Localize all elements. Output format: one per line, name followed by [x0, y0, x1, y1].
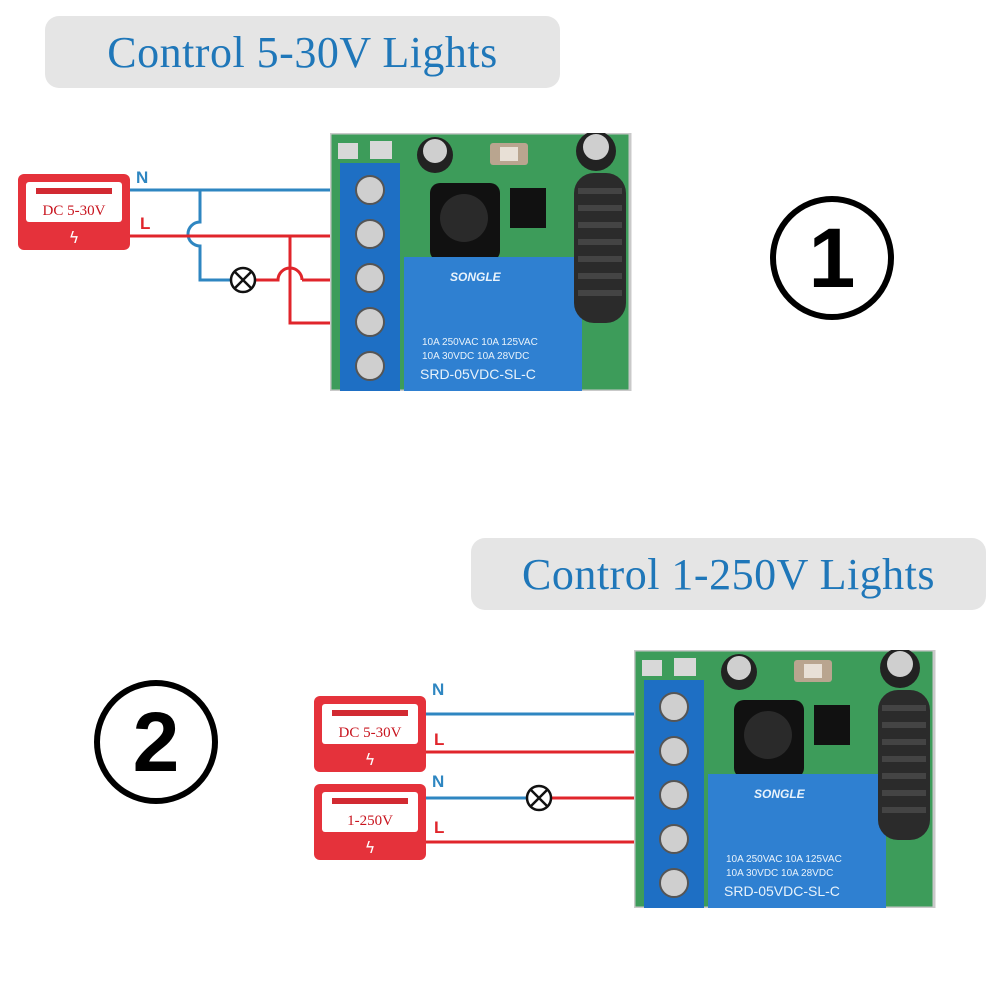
svg-text:SONGLE: SONGLE — [450, 270, 502, 284]
lamp-icon — [525, 784, 553, 812]
title-diagram-2: Control 1-250V Lights — [471, 538, 986, 610]
dc-supply-diagram-2: DC 5-30V ϟ — [314, 696, 426, 772]
svg-text:10A 30VDC 10A 28VDC: 10A 30VDC 10A 28VDC — [726, 868, 833, 879]
ac-supply-label: 1-250V — [347, 813, 393, 829]
svg-text:10A 250VAC 10A 125VAC: 10A 250VAC 10A 125VAC — [422, 337, 538, 348]
dc-supply-diagram-1: DC 5-30V ϟ — [18, 174, 130, 250]
svg-text:10A 250VAC 10A 125VAC: 10A 250VAC 10A 125VAC — [726, 854, 842, 865]
relay-board-2: SONGLE 10A 250VAC 10A 125VAC 10A 30VDC 1… — [634, 650, 936, 908]
wires-diagram-2 — [426, 712, 670, 844]
relay-board-1: SONGLE 10A 250VAC 10A 125VAC 10A 30VDC 1… — [330, 133, 632, 391]
dc-supply-label: DC 5-30V — [42, 203, 106, 219]
lightning-icon: ϟ — [364, 838, 376, 857]
dc-supply-label-2: DC 5-30V — [338, 725, 402, 741]
circled-number-1: 1 — [770, 196, 894, 320]
wire-label-l: L — [140, 214, 151, 233]
svg-text:SONGLE: SONGLE — [754, 787, 806, 801]
wire-label-l2: L — [434, 818, 445, 837]
lamp-live-wire-a — [256, 266, 304, 282]
title-diagram-1: Control 5-30V Lights — [45, 16, 560, 88]
ac-supply-diagram-2: 1-250V ϟ — [314, 784, 426, 860]
wire-label-n1: N — [432, 680, 445, 699]
lamp-icon — [229, 266, 257, 294]
lightning-icon: ϟ — [68, 228, 80, 247]
lightning-icon: ϟ — [364, 750, 376, 769]
wire-label-n: N — [136, 168, 149, 187]
svg-text:SRD-05VDC-SL-C: SRD-05VDC-SL-C — [724, 883, 840, 899]
circled-number-2: 2 — [94, 680, 218, 804]
svg-text:10A 30VDC 10A 28VDC: 10A 30VDC 10A 28VDC — [422, 351, 529, 362]
svg-text:SRD-05VDC-SL-C: SRD-05VDC-SL-C — [420, 366, 536, 382]
wire-label-n2: N — [432, 772, 445, 791]
wire-label-l1: L — [434, 730, 445, 749]
